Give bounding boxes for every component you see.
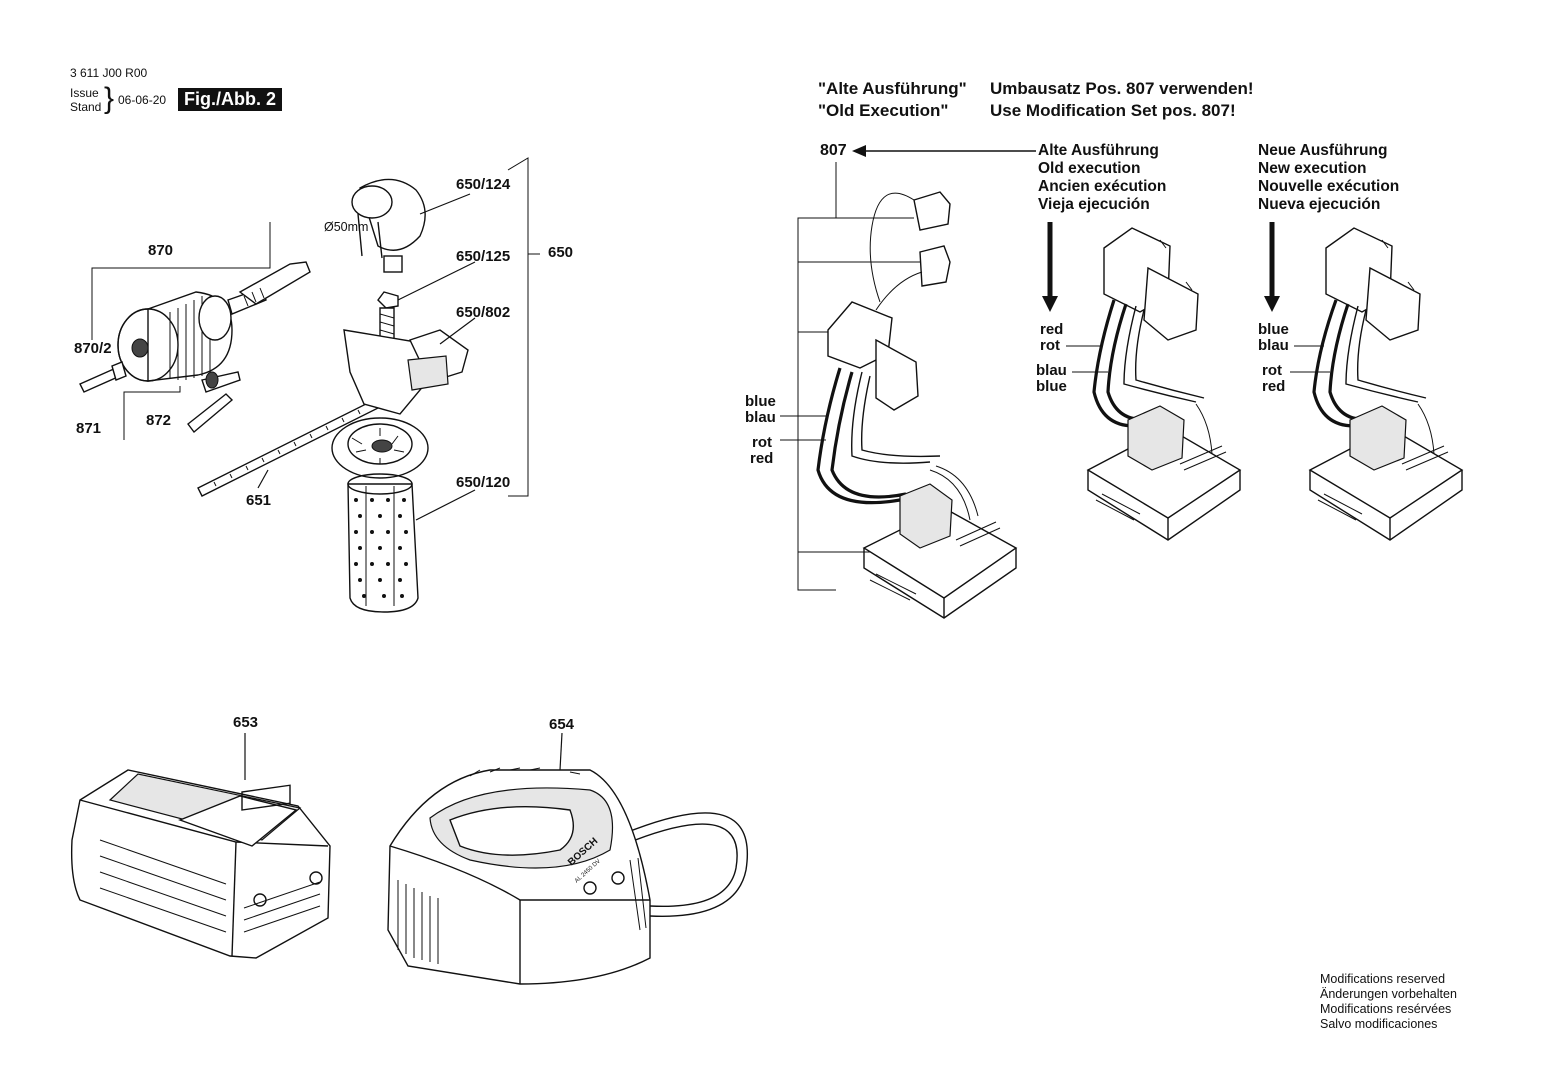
notice-old-de: "Alte Ausführung" [818, 79, 967, 98]
footer-line: Änderungen vorbehalten [1320, 987, 1457, 1001]
new-execution-line: New execution [1258, 160, 1367, 177]
doc-number: 3 611 J00 R00 [70, 66, 148, 80]
wire-label-mid-red: red [1040, 321, 1064, 338]
wire-label-left-blue: blue [745, 393, 776, 410]
new-execution-line: Nouvelle exécution [1258, 178, 1400, 195]
wire-label-left-blau: blau [745, 409, 776, 426]
new-execution-line: Neue Ausführung [1258, 142, 1388, 159]
wire-label-left-rot: rot [752, 434, 772, 451]
old-switch-module-left [816, 191, 1018, 619]
wire-label-right-blau: blau [1258, 337, 1289, 354]
auxiliary-handle-drawing [331, 157, 540, 613]
new-execution-line: Nueva ejecución [1258, 196, 1381, 213]
label-653: 653 [233, 714, 259, 731]
old-switch-module-middle [1086, 227, 1242, 541]
battery-pack-drawing [70, 733, 331, 959]
charger-drawing [387, 732, 748, 985]
label-651: 651 [246, 492, 272, 509]
label-654: 654 [549, 716, 575, 733]
label-871: 871 [76, 420, 102, 437]
figure-badge: Fig./Abb. 2 [178, 88, 282, 111]
footer-line: Modifications resérvées [1320, 1002, 1452, 1016]
label-diameter: Ø50mm [324, 220, 369, 234]
old-execution-line: Vieja ejecución [1038, 196, 1150, 213]
label-870-2: 870/2 [74, 340, 112, 357]
wire-label-right-red: red [1262, 378, 1286, 395]
wire-label-right-blue: blue [1258, 321, 1289, 338]
label-650-120: 650/120 [456, 474, 511, 491]
old-execution-line: Old execution [1038, 160, 1141, 177]
brace-glyph: } [104, 82, 115, 115]
notice-old-en: "Old Execution" [818, 101, 949, 120]
wire-label-mid-blue: blue [1036, 378, 1067, 395]
wire-label-leaders [780, 345, 1330, 441]
grip-texture [354, 498, 408, 598]
issue-date: 06-06-20 [118, 93, 167, 107]
label-872: 872 [146, 412, 172, 429]
footer-line: Modifications reserved [1320, 972, 1446, 986]
wire-label-left-red: red [750, 450, 774, 467]
label-650: 650 [548, 244, 574, 261]
modifications-notice: Modifications reserved Änderungen vorbeh… [1320, 972, 1457, 1032]
notice-kit-en: Use Modification Set pos. 807! [990, 101, 1236, 120]
new-execution-heading: Neue Ausführung New execution Nouvelle e… [1258, 142, 1399, 214]
issue-label: Issue [70, 86, 99, 100]
new-switch-module-right [1308, 227, 1464, 541]
old-execution-heading: Alte Ausführung Old execution Ancien exé… [1038, 142, 1166, 214]
wire-label-mid-blau: blau [1036, 362, 1067, 379]
old-execution-line: Ancien exécution [1038, 178, 1167, 195]
label-650-802: 650/802 [456, 304, 511, 321]
notice-kit-de: Umbausatz Pos. 807 verwenden! [990, 79, 1254, 98]
wire-label-right-rot: rot [1262, 362, 1282, 379]
stand-label: Stand [70, 100, 102, 114]
wire-label-mid-rot: rot [1040, 337, 1060, 354]
drill-chuck-drawing [79, 222, 311, 440]
label-650-124: 650/124 [456, 176, 511, 193]
label-650-125: 650/125 [456, 248, 511, 265]
label-870: 870 [148, 242, 174, 259]
old-execution-line: Alte Ausführung [1038, 142, 1159, 159]
footer-line: Salvo modificaciones [1320, 1017, 1438, 1031]
label-807: 807 [820, 142, 847, 159]
modification-807-arrows [797, 145, 1280, 591]
